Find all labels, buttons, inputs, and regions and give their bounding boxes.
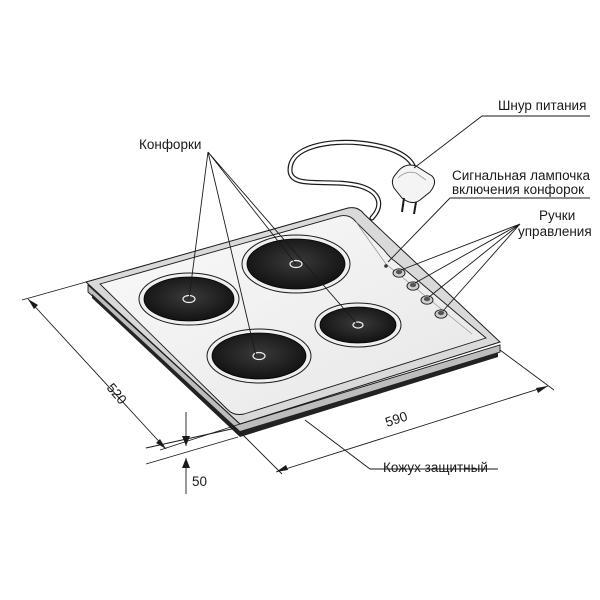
label-lamp-line2: включения конфорок [452, 182, 584, 197]
label-lamp-line1: Сигнальная лампочка [452, 168, 591, 183]
dimension-height [145, 412, 239, 494]
hob-body [85, 207, 501, 437]
power-cord [287, 139, 417, 221]
burner-front-left [206, 328, 312, 384]
knob-1 [392, 268, 406, 278]
label-knobs-line1: Ручки [539, 208, 575, 223]
label-cord: Шнур питания [498, 98, 586, 113]
dim-label-height: 50 [192, 474, 207, 489]
dimension-depth [21, 281, 241, 451]
leader-lamp [387, 197, 590, 263]
hob-panel [99, 215, 487, 415]
knob-2 [406, 281, 420, 291]
label-casing: Кожух защитный [383, 460, 488, 475]
leader-burners [188, 151, 359, 357]
dim-label-depth: 520 [104, 380, 130, 407]
knob-4 [434, 309, 448, 319]
power-plug [391, 164, 436, 215]
control-strip-edge [355, 221, 473, 335]
indicator-lamp [384, 264, 388, 268]
dimension-width [239, 349, 555, 475]
knob-3 [420, 295, 434, 305]
control-knobs [392, 268, 448, 319]
burner-back-left [138, 272, 240, 326]
label-burners: Конфорки [139, 137, 201, 152]
leader-casing [304, 419, 498, 470]
label-knobs-line2: управления [518, 224, 592, 239]
leader-cord [413, 115, 590, 169]
dim-label-width: 590 [383, 409, 409, 430]
leader-knobs [400, 223, 521, 312]
